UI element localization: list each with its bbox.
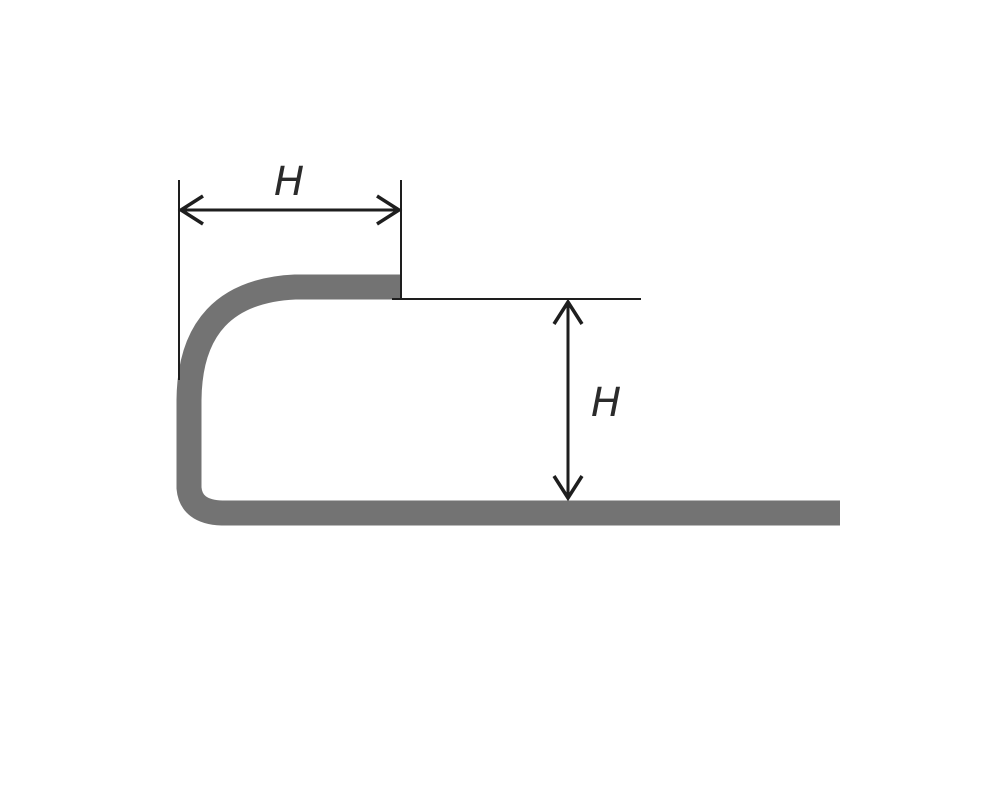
height-arrow-bottom: [552, 475, 584, 502]
width-dimension-label: H: [274, 159, 304, 205]
height-dimension-label: H: [591, 380, 621, 426]
trim-profile: [176, 274, 840, 526]
width-arrow-left: [177, 194, 204, 226]
width-arrow-right: [376, 194, 403, 226]
height-arrow-top: [552, 298, 584, 325]
